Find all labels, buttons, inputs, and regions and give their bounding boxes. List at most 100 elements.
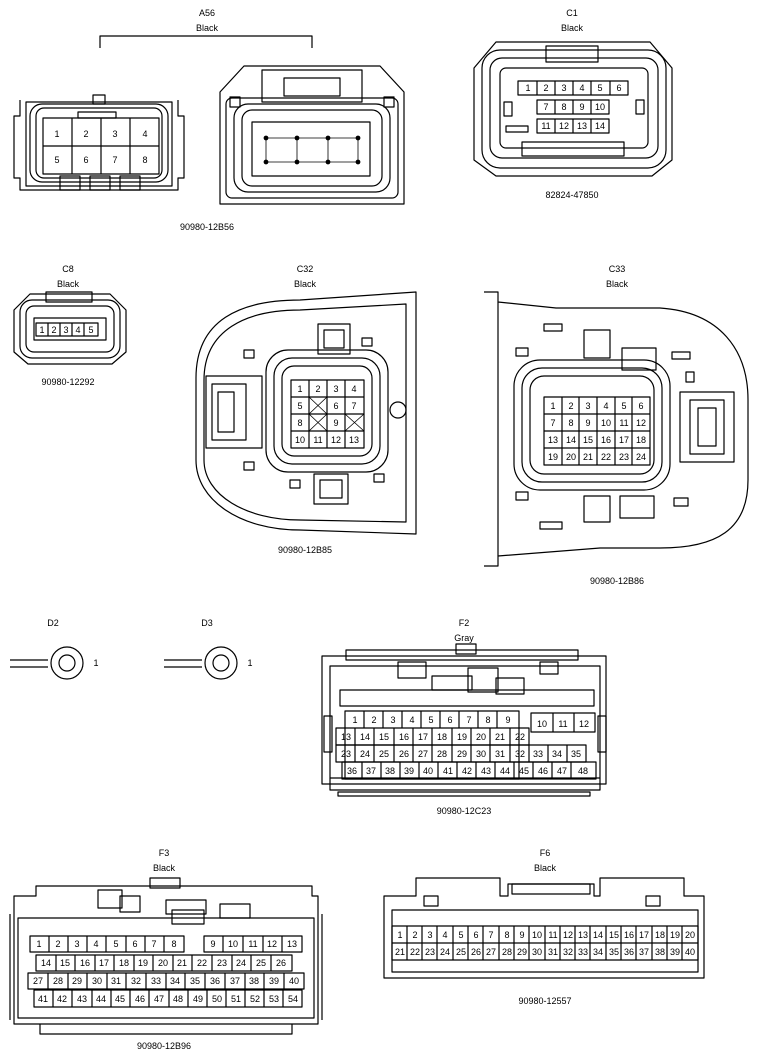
f2-pin: 2 <box>371 715 376 725</box>
c8-connector <box>13 291 127 365</box>
f3-pin: 43 <box>77 994 87 1004</box>
f6-pin: 26 <box>471 947 481 957</box>
a56-pin-grid <box>42 117 160 175</box>
c1-pin: 10 <box>595 102 605 112</box>
c33-pin: 18 <box>636 435 646 445</box>
c1-color: Black <box>561 23 584 33</box>
c1-pin: 7 <box>543 102 548 112</box>
a56-pin: 8 <box>142 155 147 165</box>
c33-pin: 6 <box>638 401 643 411</box>
c33-pin: 3 <box>585 401 590 411</box>
f3-pin: 24 <box>236 958 246 968</box>
f2-pin: 39 <box>404 766 414 776</box>
f3-pin: 16 <box>80 958 90 968</box>
c32-connector <box>195 291 417 535</box>
c1-pin: 12 <box>559 121 569 131</box>
a56-terminal-dots <box>263 135 361 165</box>
d3-terminal <box>164 646 238 680</box>
c33-pin: 7 <box>550 418 555 428</box>
c8-pin: 3 <box>63 325 68 335</box>
f3-pin: 5 <box>113 939 118 949</box>
f3-pin: 51 <box>231 994 241 1004</box>
c33-name: C33 <box>609 264 626 274</box>
f3-pin: 18 <box>119 958 129 968</box>
f6-pin: 16 <box>624 930 634 940</box>
c33-pin: 16 <box>601 435 611 445</box>
f3-pin: 45 <box>115 994 125 1004</box>
f6-pin: 32 <box>563 947 573 957</box>
f2-connector <box>321 643 607 797</box>
c1-pin: 13 <box>577 121 587 131</box>
f6-pin: 13 <box>578 930 588 940</box>
f3-pin: 35 <box>190 976 200 986</box>
f3-pin: 3 <box>74 939 79 949</box>
f3-pin: 2 <box>55 939 60 949</box>
f2-pin: 45 <box>519 766 529 776</box>
f3-pin: 37 <box>230 976 240 986</box>
f6-pin: 3 <box>427 930 432 940</box>
f3-pin: 25 <box>256 958 266 968</box>
a56-color: Black <box>196 23 219 33</box>
f3-pin: 27 <box>33 976 43 986</box>
f6-pin-grid <box>391 925 699 961</box>
c1-pin: 2 <box>543 83 548 93</box>
f3-pin: 30 <box>92 976 102 986</box>
c1-pin-grid <box>517 80 629 134</box>
c8-pin: 5 <box>88 325 93 335</box>
a56-part-number: 90980-12B56 <box>180 222 234 232</box>
d3-pin: 1 <box>247 658 252 668</box>
c1-pin: 8 <box>561 102 566 112</box>
f6-pin: 11 <box>548 930 557 940</box>
c32-color: Black <box>294 279 317 289</box>
f2-pin: 34 <box>552 749 562 759</box>
f3-pin: 46 <box>135 994 145 1004</box>
f3-pin: 15 <box>60 958 70 968</box>
c33-pin: 15 <box>583 435 593 445</box>
a56-connector <box>13 35 405 205</box>
c8-part-number: 90980-12292 <box>41 377 94 387</box>
f3-pin: 50 <box>212 994 222 1004</box>
f2-pin: 9 <box>505 715 510 725</box>
f6-pin: 12 <box>563 930 573 940</box>
f3-pin: 48 <box>173 994 183 1004</box>
f6-pin: 27 <box>486 947 496 957</box>
c32-pin: 6 <box>333 401 338 411</box>
f2-pin: 21 <box>495 732 505 742</box>
f3-pin: 9 <box>210 939 215 949</box>
f2-pin: 30 <box>476 749 486 759</box>
f6-pin: 7 <box>488 930 493 940</box>
c33-pin: 14 <box>566 435 576 445</box>
f3-pin: 7 <box>151 939 156 949</box>
c32-pin: 1 <box>297 384 302 394</box>
f2-pin: 11 <box>558 719 567 729</box>
c33-part-number: 90980-12B86 <box>590 576 644 586</box>
c33-pin: 5 <box>621 401 626 411</box>
f2-pin: 19 <box>457 732 467 742</box>
f2-pin: 4 <box>409 715 414 725</box>
c33-connector <box>484 291 749 567</box>
f2-pin: 22 <box>515 732 525 742</box>
f2-pin: 31 <box>495 749 505 759</box>
f2-pin: 27 <box>418 749 428 759</box>
c1-pin: 4 <box>579 83 584 93</box>
d3-name: D3 <box>201 618 213 628</box>
c8-pin: 4 <box>75 325 80 335</box>
f6-pin: 36 <box>624 947 634 957</box>
c32-pin: 2 <box>315 384 320 394</box>
c33-pin: 2 <box>568 401 573 411</box>
f3-pin: 14 <box>41 958 51 968</box>
c33-pin: 13 <box>548 435 558 445</box>
f3-pin: 47 <box>154 994 164 1004</box>
c1-pin: 14 <box>595 121 605 131</box>
f2-pin: 17 <box>418 732 428 742</box>
f3-connector <box>9 877 323 1035</box>
c1-pin: 6 <box>616 83 621 93</box>
f2-pin: 23 <box>341 749 351 759</box>
f3-pin: 22 <box>197 958 207 968</box>
f2-pin: 36 <box>347 766 357 776</box>
f2-pin: 43 <box>481 766 491 776</box>
f3-pin: 52 <box>250 994 260 1004</box>
c33-pin: 19 <box>548 452 558 462</box>
c1-pin: 9 <box>579 102 584 112</box>
